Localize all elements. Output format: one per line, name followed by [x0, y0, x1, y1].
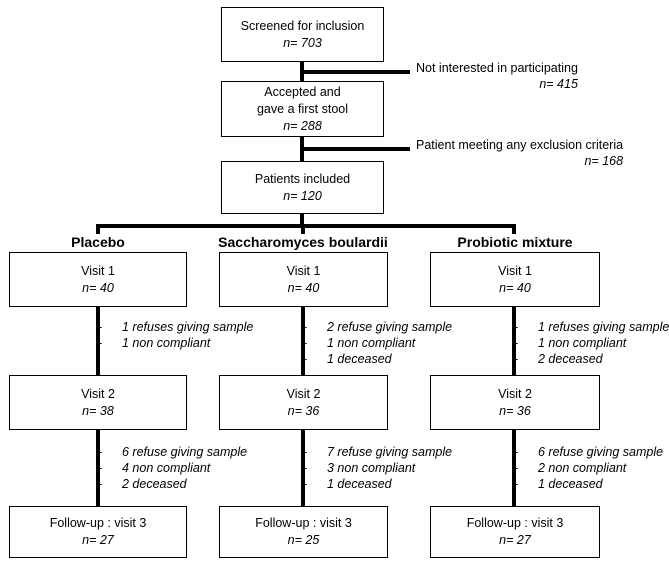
arm1-visit3-label: Follow-up : visit 3 — [49, 516, 147, 530]
arm2-dropout-1-item: 1 non compliant — [303, 335, 452, 351]
arm2-visit3-label: Follow-up : visit 3 — [255, 516, 352, 530]
arm3-visit2-label: Visit 2 — [498, 386, 532, 401]
arm2-visit1-box: Visit 1 n= 40 — [219, 252, 388, 307]
exclusion-label: Patient meeting any exclusion criteria — [416, 138, 624, 152]
arm1-visit1-count: n= 40 — [82, 280, 114, 295]
arm2-visit2-count: n= 36 — [287, 403, 320, 418]
accepted-line1: Accepted and — [264, 84, 341, 99]
exclusion-note: Patient meeting any exclusion criteria n… — [416, 137, 623, 169]
arm1-visit2-count: n= 38 — [82, 403, 114, 418]
arm2-visit2-label: Visit 2 — [286, 386, 321, 401]
arm1-dropouts-2: 6 refuse giving sample 4 non compliant 2… — [98, 444, 247, 492]
screened-box: Screened for inclusion n= 703 — [221, 7, 384, 62]
screened-count: n= 703 — [283, 35, 322, 50]
arm3-visit3-label: Follow-up : visit 3 — [466, 516, 564, 530]
arm2-visit3-count: n= 25 — [287, 533, 320, 547]
arm2-visit1-label: Visit 1 — [286, 263, 321, 278]
arm2-visit2-box: Visit 2 n= 36 — [219, 375, 388, 430]
arm3-visit1-box: Visit 1 n= 40 — [430, 252, 600, 307]
included-label: Patients included — [254, 171, 351, 186]
arm2-dropouts-1: 2 refuse giving sample 1 non compliant 1… — [303, 319, 452, 367]
accepted-count: n= 288 — [283, 118, 322, 133]
arm2-visit1-count: n= 40 — [287, 280, 320, 295]
arm1-dropout-2-item: 2 deceased — [98, 476, 247, 492]
arm1-visit3-box: Follow-up : visit 3 n= 27 — [9, 506, 187, 558]
arm3-visit1-label: Visit 1 — [498, 263, 532, 278]
arm2-dropout-2-item: 7 refuse giving sample — [303, 444, 452, 460]
not-interested-note: Not interested in participating n= 415 — [416, 60, 578, 92]
accepted-line2: gave a first stool — [256, 101, 348, 116]
arm3-visit3-box: Follow-up : visit 3 n= 27 — [430, 506, 600, 558]
arm3-visit3-count: n= 27 — [499, 533, 531, 547]
arm3-dropout-1-item: 1 refuses giving sample — [514, 319, 669, 335]
accepted-box: Accepted and gave a first stool n= 288 — [221, 81, 384, 137]
arm1-dropout-2-item: 6 refuse giving sample — [98, 444, 247, 460]
arm2-dropout-1-item: 2 refuse giving sample — [303, 319, 452, 335]
arm1-dropouts-1: 1 refuses giving sample 1 non compliant — [98, 319, 253, 351]
arm1-visit1-box: Visit 1 n= 40 — [9, 252, 187, 307]
exclusion-count: n= 168 — [584, 154, 624, 168]
arm1-visit3-count: n= 27 — [82, 533, 114, 547]
included-count: n= 120 — [283, 188, 322, 203]
arm-title-saccharomyces: Saccharomyces boulardii — [218, 234, 388, 250]
arm2-dropout-2-item: 3 non compliant — [303, 460, 452, 476]
arm3-visit1-count: n= 40 — [499, 280, 531, 295]
arm3-dropouts-1: 1 refuses giving sample 1 non compliant … — [514, 319, 669, 367]
not-interested-label: Not interested in participating — [416, 61, 578, 75]
arm1-dropout-2-item: 4 non compliant — [98, 460, 247, 476]
arm3-dropout-2-item: 2 non compliant — [514, 460, 663, 476]
arm1-visit2-label: Visit 2 — [81, 386, 115, 401]
arm2-visit3-box: Follow-up : visit 3 n= 25 — [219, 506, 388, 558]
arm1-dropout-1-item: 1 non compliant — [98, 335, 253, 351]
arm1-dropout-1-item: 1 refuses giving sample — [98, 319, 253, 335]
arm-title-probiotic: Probiotic mixture — [457, 234, 573, 250]
arm3-dropout-2-item: 1 deceased — [514, 476, 663, 492]
arm1-visit1-label: Visit 1 — [81, 263, 115, 278]
arm-title-placebo: Placebo — [71, 234, 125, 250]
arm3-visit2-count: n= 36 — [499, 403, 531, 418]
arm1-visit2-box: Visit 2 n= 38 — [9, 375, 187, 430]
arm2-dropouts-2: 7 refuse giving sample 3 non compliant 1… — [303, 444, 452, 492]
screened-label: Screened for inclusion — [240, 18, 365, 33]
arm2-dropout-2-item: 1 deceased — [303, 476, 452, 492]
arm3-dropouts-2: 6 refuse giving sample 2 non compliant 1… — [514, 444, 663, 492]
arm3-dropout-1-item: 2 deceased — [514, 351, 669, 367]
arm3-dropout-1-item: 1 non compliant — [514, 335, 669, 351]
arm3-visit2-box: Visit 2 n= 36 — [430, 375, 600, 430]
not-interested-count: n= 415 — [539, 77, 578, 91]
included-box: Patients included n= 120 — [221, 161, 384, 214]
arm2-dropout-1-item: 1 deceased — [303, 351, 452, 367]
arm3-dropout-2-item: 6 refuse giving sample — [514, 444, 663, 460]
